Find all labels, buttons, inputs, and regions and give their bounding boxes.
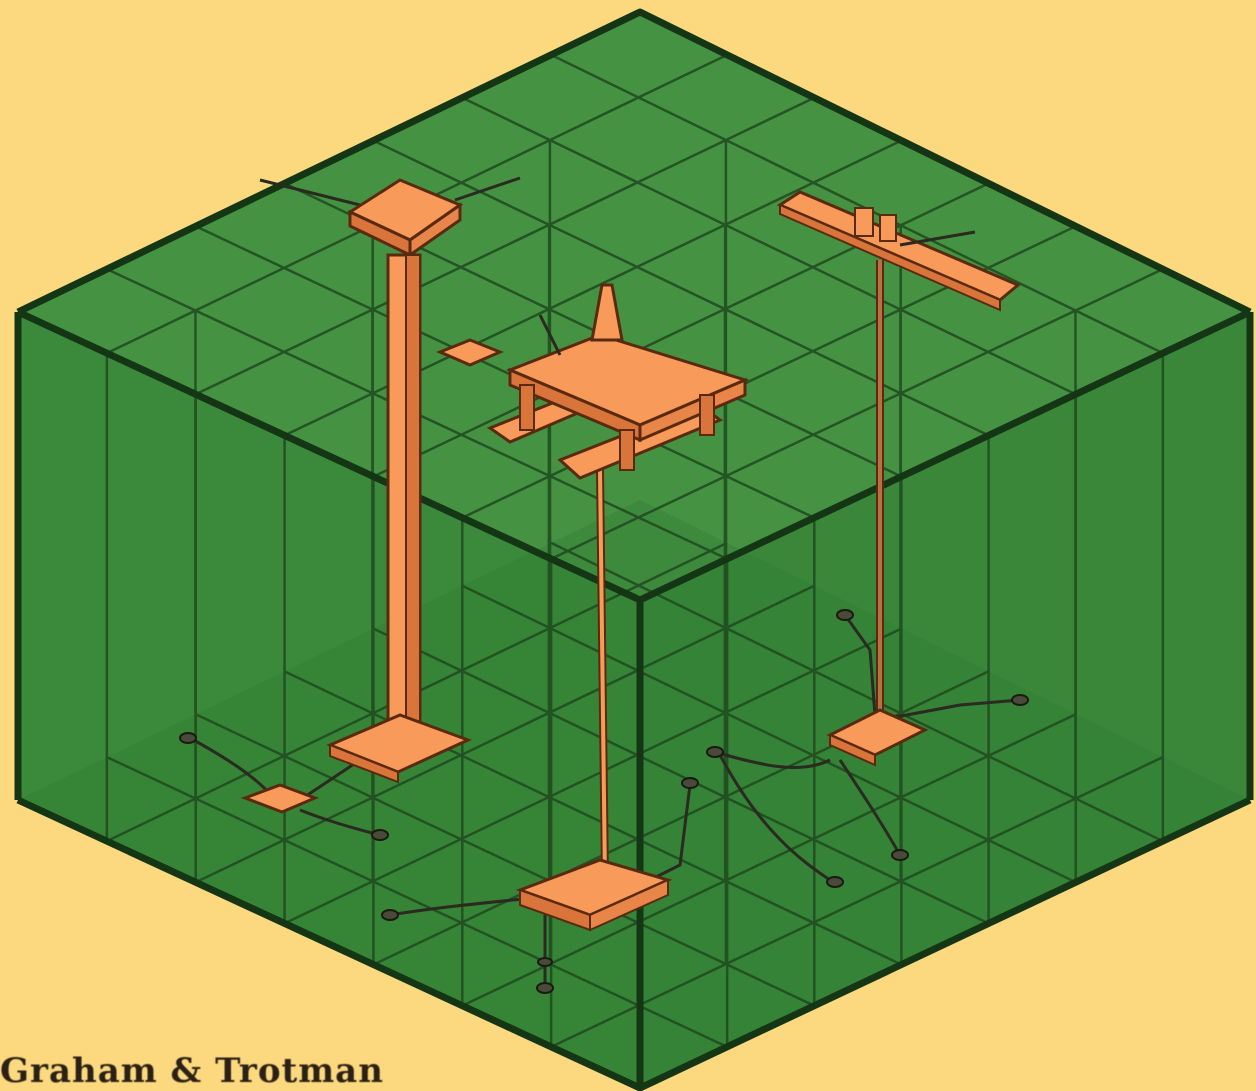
- subsea-well-icon: [382, 910, 398, 920]
- credit-text: Graham & Trotman: [0, 1052, 384, 1090]
- platform-leg: [700, 395, 714, 435]
- subsea-well-icon: [372, 830, 388, 840]
- subsea-well-icon: [892, 850, 908, 860]
- subsea-well-icon: [538, 958, 552, 966]
- subsea-well-icon: [707, 747, 723, 757]
- water-volume: [18, 12, 1250, 1088]
- vessel-superstructure: [855, 208, 873, 236]
- subsea-well-icon: [537, 983, 553, 993]
- subsea-well-icon: [837, 610, 853, 620]
- subsea-well-icon: [827, 877, 843, 887]
- subsea-well-icon: [682, 778, 698, 788]
- subsea-well-icon: [180, 733, 196, 743]
- subsea-well-icon: [1012, 695, 1028, 705]
- platform-leg: [620, 430, 634, 470]
- tower-column-shade: [406, 255, 420, 745]
- platform-leg: [520, 385, 534, 430]
- vessel-superstructure: [880, 215, 896, 241]
